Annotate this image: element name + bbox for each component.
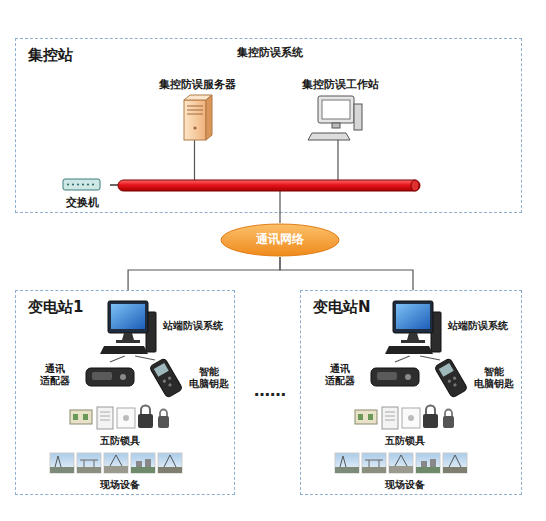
server-icon [187, 106, 203, 107]
lock-node: 五防锁具 [345, 400, 465, 448]
node-label: 集控防误服务器 [155, 78, 239, 91]
switch-node: 交换机 [55, 172, 110, 212]
switch-icon [72, 183, 74, 185]
connector-line [110, 140, 194, 185]
node-label: 通讯网络 [220, 232, 340, 246]
station-system-node: 站端防误系统 [100, 298, 230, 356]
station-illustration [50, 301, 183, 473]
switch-icon [82, 183, 84, 185]
workstation-icon [354, 104, 362, 130]
ellipsis-label: …… [240, 381, 300, 400]
node-label: 五防锁具 [60, 435, 180, 447]
station-system-node: 站端防误系统 [385, 298, 515, 356]
server-icon [187, 110, 203, 111]
workstation-icon [332, 123, 340, 128]
node-label: 五防锁具 [345, 435, 465, 447]
server-icon [187, 114, 203, 115]
key-node: 智能 电脑钥匙 [430, 360, 518, 396]
network-oval-shape [221, 224, 339, 256]
workstation-node: 集控防误工作站 [298, 78, 382, 140]
switch-icon [87, 183, 89, 185]
switch-icon [77, 183, 79, 185]
switch-icon [67, 183, 69, 185]
server-icon [184, 100, 206, 140]
node-label: 通讯 适配器 [318, 363, 362, 387]
key-node: 智能 电脑钥匙 [145, 360, 233, 396]
workstation-icon [322, 100, 350, 119]
field-device-node: 现场设备 [45, 450, 195, 495]
connector-line [420, 356, 440, 360]
switch-icon [92, 183, 94, 185]
adapter-node: 通讯 适配器 [33, 362, 138, 388]
server-icon [184, 95, 212, 140]
station-title: 集控站 [28, 46, 73, 64]
connector-line [110, 140, 338, 185]
adapter-node: 通讯 适配器 [318, 362, 423, 388]
workstation-icon [308, 133, 350, 140]
workstation-icon [308, 96, 362, 140]
node-label: 集控防误工作站 [298, 78, 382, 91]
server-node: 集控防误服务器 [155, 78, 239, 140]
lock-node: 五防锁具 [60, 400, 180, 448]
node-label: 现场设备 [330, 479, 480, 491]
node-label: 现场设备 [45, 479, 195, 491]
switch-icon [63, 179, 100, 190]
network-bus [118, 180, 420, 191]
station-frame: 变电站1 站端防误系统通讯 适配器 智能 电脑钥匙五防锁具现场设备 [15, 290, 235, 495]
network-oval: 通讯网络 [220, 223, 340, 257]
workstation-icon [318, 96, 354, 123]
node-label: 通讯 适配器 [33, 363, 77, 387]
connector-line [395, 356, 410, 362]
node-label: 智能 电脑钥匙 [185, 366, 233, 390]
field-device-node: 现场设备 [330, 450, 480, 495]
server-icon [193, 126, 196, 129]
switch-icon [63, 179, 100, 190]
node-label: 交换机 [55, 196, 110, 209]
connector-line [110, 185, 280, 223]
network-bus [411, 180, 419, 191]
station-frame: 集控站集控防误系统集控防误服务器 集控防误工作站交换机 [15, 38, 522, 213]
system-title: 集控防误系统 [16, 46, 523, 59]
connector-line [128, 257, 280, 290]
node-label: 站端防误系统 [448, 320, 508, 332]
connector-line [280, 257, 413, 290]
server-icon [184, 95, 212, 100]
node-label: 站端防误系统 [163, 320, 223, 332]
station-title: 变电站N [313, 298, 371, 316]
connector-line [110, 356, 125, 362]
station-title: 变电站1 [28, 298, 83, 316]
station-frame: 变电站N 站端防误系统通讯 适配器 智能 电脑钥匙五防锁具现场设备 [300, 290, 522, 495]
server-icon [206, 95, 212, 140]
network-bus [118, 180, 420, 191]
connector-line [135, 356, 155, 360]
station-illustration [335, 301, 468, 473]
node-label: 智能 电脑钥匙 [470, 366, 518, 390]
